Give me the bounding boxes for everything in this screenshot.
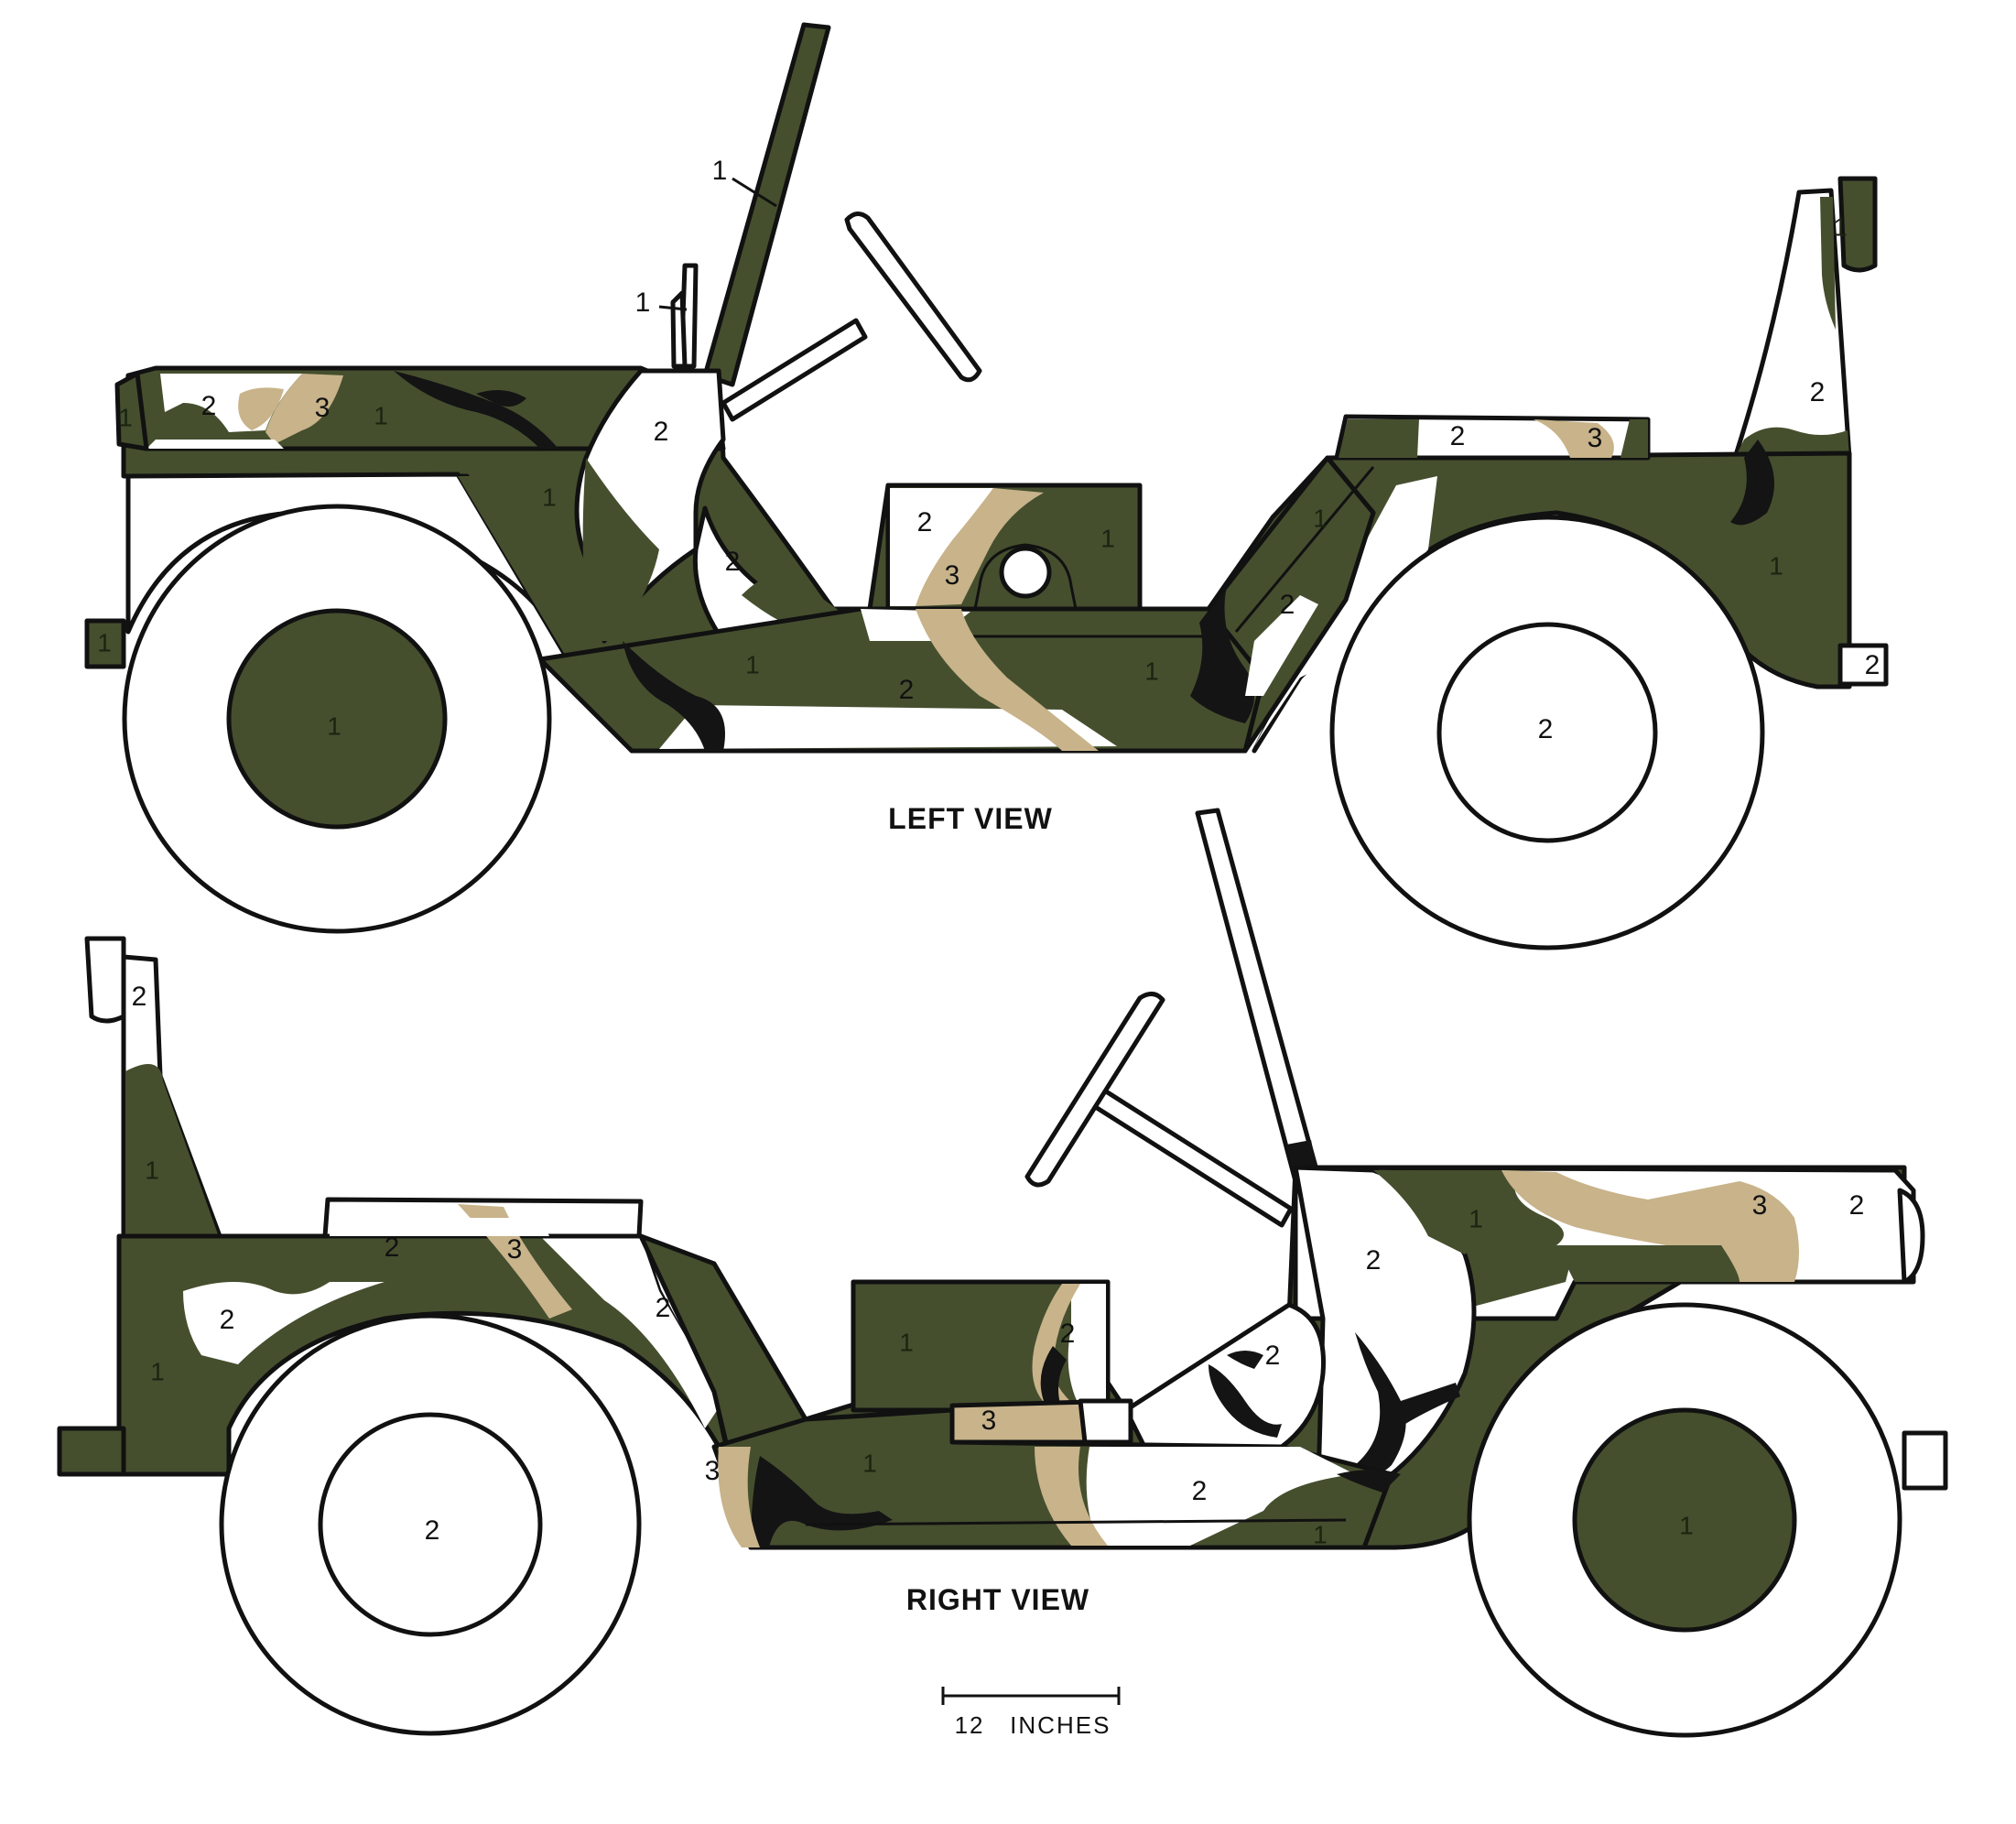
right-rear-wheel [219, 1313, 642, 1736]
right-label-spare-post-lower: 1 [145, 1156, 159, 1184]
right-label-rear-fender: 2 [656, 1293, 671, 1323]
right-door-opening [1123, 1302, 1327, 1449]
left-label-rear-panel: 1 [1769, 551, 1783, 580]
left-label-rear-bumper: 2 [1865, 650, 1881, 680]
right-front-wheel [1467, 1302, 1902, 1738]
right-view: 2 1 2 1 2 3 2 3 1 2 3 1 2 2 1 2 1 3 2 2 … [57, 808, 1948, 1738]
left-label-grille: 1 [118, 403, 133, 431]
right-view-caption: RIGHT VIEW [906, 1583, 1089, 1616]
right-label-rear-panel-green: 1 [150, 1357, 165, 1385]
left-label-box-white: 2 [917, 507, 933, 537]
left-view: 1 1 2 3 1 1 1 2 1 2 2 3 1 1 2 1 2 3 1 2 … [84, 22, 1889, 950]
left-front-bumper [84, 618, 126, 669]
left-rear-fender-white [1254, 476, 1437, 746]
right-label-box-green: 1 [899, 1328, 914, 1356]
right-label-rear-wheel: 2 [425, 1515, 440, 1546]
left-label-side-lower: 1 [745, 650, 760, 679]
right-seat-box [851, 1279, 1133, 1445]
right-view-labels: 2 1 2 1 2 3 2 3 1 2 3 1 2 2 1 2 1 3 2 2 … [132, 982, 1865, 1548]
right-label-rear-step-sand: 3 [705, 1456, 721, 1486]
left-label-box-green: 1 [1100, 524, 1115, 552]
right-label-spare-post-top: 2 [132, 982, 147, 1012]
left-label-rear-deck: 2 [1450, 421, 1466, 451]
right-steering-wheel [1024, 992, 1294, 1228]
left-label-cowl: 2 [654, 417, 669, 447]
right-label-side-green: 1 [862, 1449, 877, 1477]
left-label-box-sand: 3 [945, 560, 960, 591]
left-label-front-wheel: 1 [327, 711, 341, 740]
left-label-rear-fender-white: 2 [1280, 590, 1295, 620]
left-label-door-opening: 2 [725, 547, 741, 577]
left-label-rocker: 2 [899, 675, 915, 705]
left-front-wheel [122, 504, 552, 934]
left-rear-bumper [1837, 643, 1889, 687]
left-rear-deck-sand [1534, 419, 1614, 458]
right-label-hood-green: 1 [1469, 1204, 1483, 1232]
left-label-hood-rear: 1 [374, 401, 388, 429]
left-view-caption: LEFT VIEW [888, 802, 1053, 835]
left-hood [121, 365, 726, 451]
left-label-hood-sand: 3 [315, 393, 331, 423]
left-spare-post [1732, 176, 1878, 461]
right-front-bumper [1902, 1430, 1948, 1491]
right-rear-bumper [57, 1426, 126, 1477]
left-label-rear-deck-sand: 3 [1588, 423, 1603, 453]
left-label-front-fender: 1 [542, 483, 557, 511]
right-label-front-wheel: 1 [1679, 1511, 1694, 1539]
left-rocker [659, 705, 1117, 749]
left-steering-wheel [721, 212, 982, 422]
left-label-mirror: 1 [635, 288, 651, 318]
scale-label: 12 INCHES [955, 1711, 1111, 1739]
left-label-rear-wheel: 2 [1538, 714, 1554, 744]
left-label-windshield: 1 [712, 156, 728, 186]
left-side-sand [916, 609, 1099, 751]
left-rear-wheel [1329, 515, 1765, 950]
left-grille [114, 371, 149, 451]
right-label-box-white: 2 [1060, 1319, 1076, 1349]
right-spare-post [84, 936, 222, 1239]
scale-bar: 12 INCHES [941, 1687, 1121, 1739]
left-label-bumper: 1 [97, 628, 112, 657]
right-label-door-opening: 2 [1265, 1341, 1281, 1371]
right-label-box-sand: 3 [981, 1406, 997, 1436]
left-label-spare-top: 1 [1833, 212, 1848, 241]
right-label-rear-panel-white: 2 [220, 1305, 235, 1335]
right-label-cowl: 2 [1366, 1245, 1382, 1276]
left-windshield [702, 22, 831, 387]
left-seat-box [885, 483, 1143, 612]
left-mirror [670, 263, 699, 369]
right-windshield [1195, 808, 1321, 1184]
right-label-rocker: 2 [1192, 1476, 1208, 1506]
left-view-labels: 1 1 2 3 1 1 1 2 1 2 2 3 1 1 2 1 2 3 1 2 … [97, 156, 1880, 744]
left-label-spare-post: 2 [1810, 377, 1826, 407]
right-label-rocker-front: 1 [1313, 1520, 1328, 1548]
right-label-rear-deck-sand: 3 [507, 1234, 523, 1265]
left-label-rear-fender-upper: 1 [1313, 504, 1328, 532]
left-rear-panel-black [1730, 440, 1774, 526]
right-grille [1897, 1188, 1925, 1285]
left-label-rear-step: 1 [1144, 657, 1159, 685]
right-label-rear-deck: 2 [385, 1232, 400, 1263]
left-label-hood-front: 2 [201, 391, 217, 421]
right-label-hood-front: 2 [1849, 1190, 1865, 1221]
right-label-hood-sand: 3 [1752, 1190, 1768, 1221]
left-rear-step [1206, 455, 1330, 612]
